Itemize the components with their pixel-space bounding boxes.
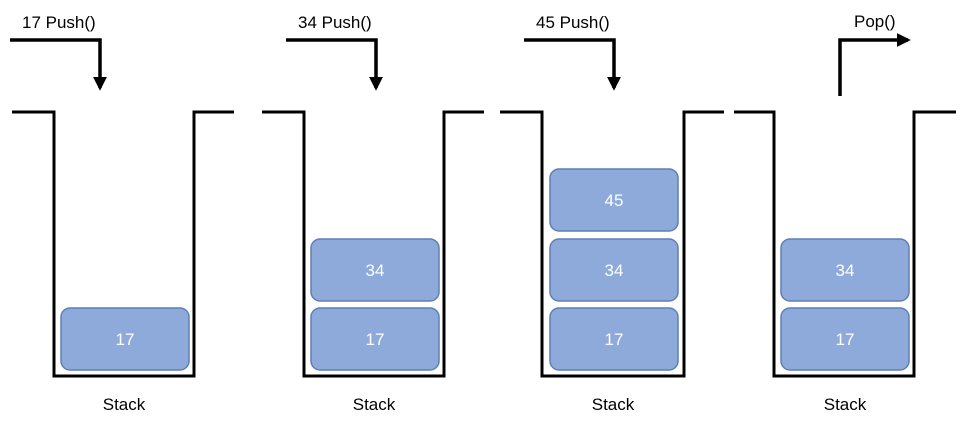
stack-item-value: 45 xyxy=(605,191,624,210)
stack-label: Stack xyxy=(824,395,867,414)
arrow-down-icon xyxy=(10,38,107,91)
stack-item-value: 17 xyxy=(116,330,135,349)
stack-item-value: 17 xyxy=(836,330,855,349)
panel-push-34: 34 Push() 17 34 Stack xyxy=(262,13,484,414)
panel-pop: Pop() 17 34 Stack xyxy=(734,12,956,414)
stack-item: 34 xyxy=(780,238,910,302)
stack-item: 17 xyxy=(780,307,910,371)
stack-item: 34 xyxy=(310,238,440,302)
arrow-down-icon xyxy=(286,38,383,91)
stack-item-value: 34 xyxy=(605,261,624,280)
arrow-up-right-icon xyxy=(838,33,911,96)
panel-push-45: 45 Push() 17 34 45 Stack xyxy=(500,13,724,414)
operation-label: 45 Push() xyxy=(536,13,610,32)
stack-container xyxy=(12,110,234,378)
operation-label: 17 Push() xyxy=(22,13,96,32)
stack-container xyxy=(734,110,956,378)
operation-label: Pop() xyxy=(854,12,896,31)
stack-item-value: 17 xyxy=(366,330,385,349)
stack-item: 17 xyxy=(310,307,440,371)
operation-label: 34 Push() xyxy=(298,13,372,32)
stack-item: 17 xyxy=(60,307,190,371)
stack-label: Stack xyxy=(353,395,396,414)
stack-container xyxy=(262,110,484,378)
stack-item: 17 xyxy=(549,307,679,371)
stack-label: Stack xyxy=(103,395,146,414)
stack-item: 34 xyxy=(549,238,679,302)
panel-push-17: 17 Push() 17 Stack xyxy=(10,13,234,414)
stack-item: 45 xyxy=(549,168,679,232)
arrow-down-icon xyxy=(524,38,621,91)
stack-item-value: 34 xyxy=(366,261,385,280)
stack-item-value: 17 xyxy=(605,330,624,349)
stack-label: Stack xyxy=(592,395,635,414)
stack-item-value: 34 xyxy=(836,261,855,280)
stack-container xyxy=(500,110,724,378)
